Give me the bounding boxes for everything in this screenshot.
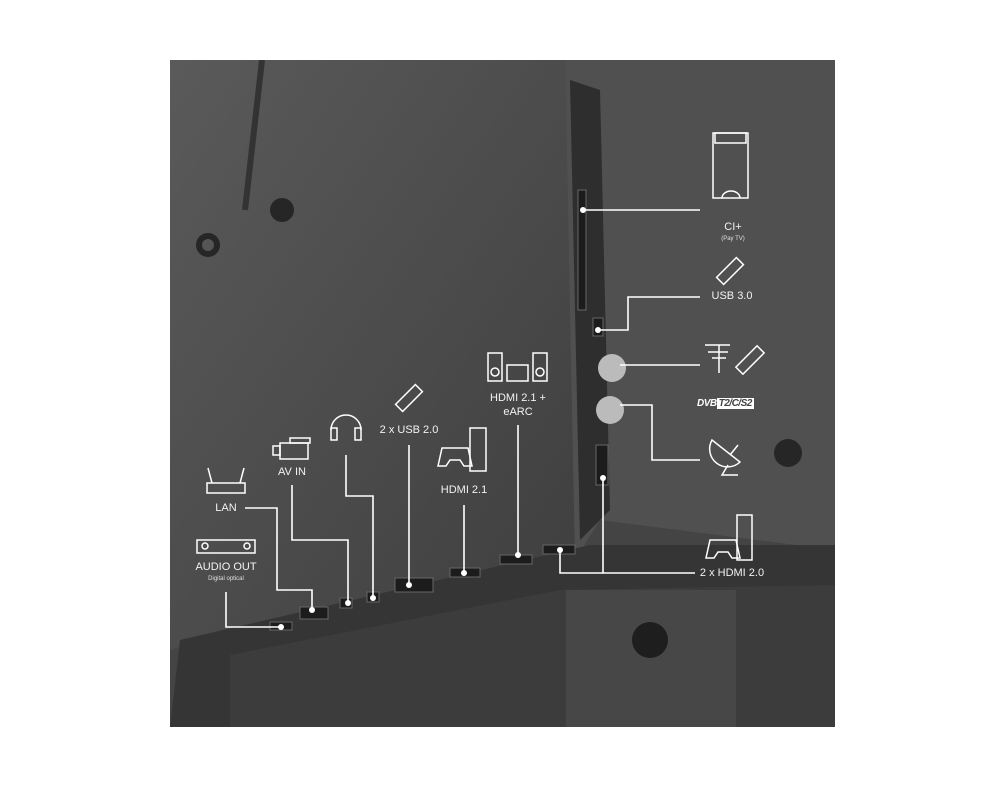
dvb-suffix: T2/C/S2 (716, 398, 754, 409)
sound-system-icon (487, 352, 548, 382)
headphones-icon (330, 414, 362, 441)
hdmi20-label: 2 x HDMI 2.0 (699, 567, 765, 579)
optical-audio-icon (196, 539, 256, 554)
hdmi-earc-label2: eARC (503, 406, 533, 418)
audio-out-label: AUDIO OUT (195, 561, 257, 573)
ci-sublabel: (Pay TV) (721, 236, 745, 242)
hdmi-earc-label: HDMI 2.1 + (490, 392, 546, 404)
game-console-icon (705, 514, 753, 561)
satellite-dish-icon (708, 438, 742, 476)
tv-back-photo (170, 60, 835, 727)
usb2-label: 2 x USB 2.0 (379, 424, 439, 436)
router-icon (206, 467, 246, 494)
ci-module-icon (712, 132, 749, 199)
ci-label: CI+ (724, 221, 742, 233)
lan-label: LAN (215, 502, 237, 514)
camcorder-icon (272, 437, 311, 460)
hdmi21-label: HDMI 2.1 (440, 484, 488, 496)
dvb-prefix: DVB (697, 398, 717, 409)
antenna-cable-icon (705, 344, 766, 376)
game-console-icon (437, 427, 487, 472)
usb3-label: USB 3.0 (711, 290, 753, 302)
tv-side-panel (565, 60, 835, 560)
av-in-label: AV IN (278, 466, 306, 478)
usb-stick-icon (715, 256, 745, 286)
audio-out-sublabel: Digital optical (208, 576, 244, 582)
usb-stick-icon (394, 383, 424, 413)
